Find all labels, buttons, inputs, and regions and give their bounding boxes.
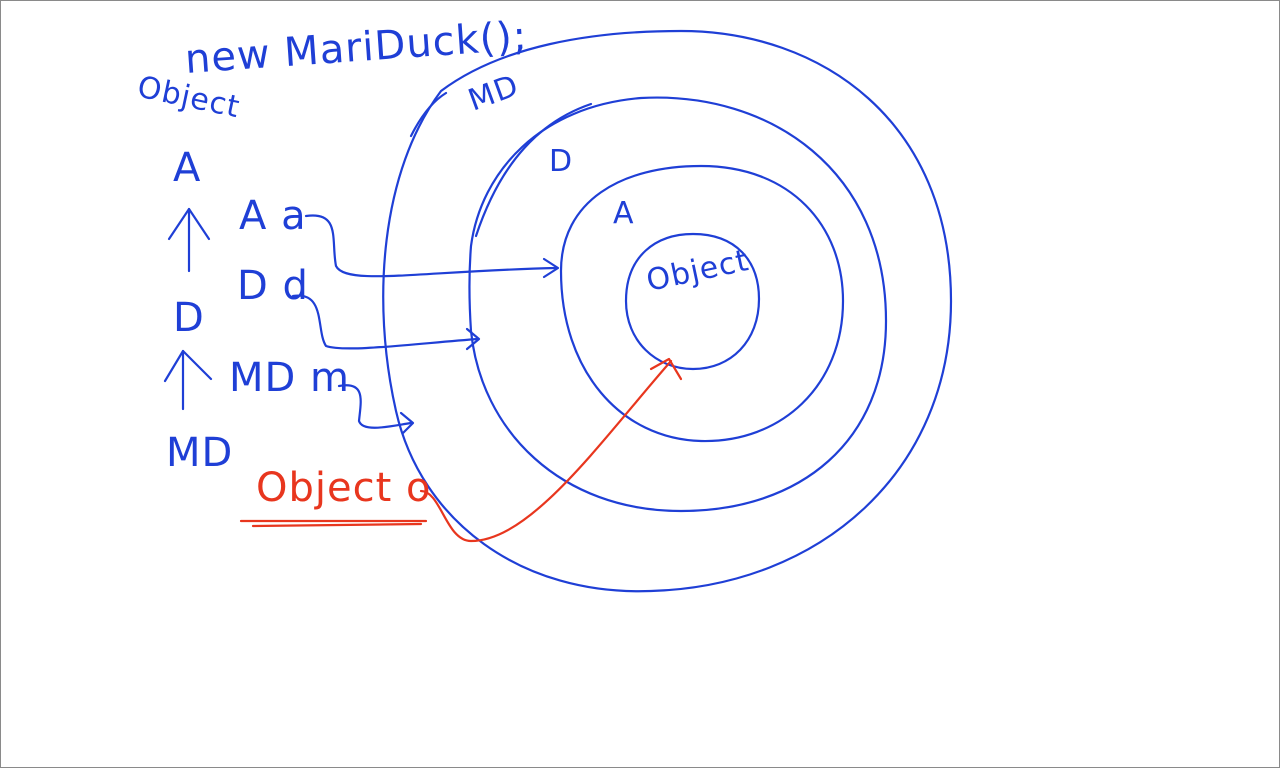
arrow-d-to-ring-d	[291, 294, 481, 351]
ring-label-md: MD	[464, 68, 524, 118]
ref-declaration-d: D d	[237, 263, 309, 309]
ring-md-inner-arc	[409, 91, 448, 138]
ring-object	[624, 232, 761, 371]
arrow-a-to-ring-a	[304, 214, 560, 279]
arrow-md-to-ring-md	[337, 384, 415, 435]
ring-md	[382, 29, 953, 593]
hierarchy-level-a: A	[173, 145, 201, 191]
object-ref-underline	[239, 519, 428, 528]
ref-declaration-md: MD m	[229, 355, 350, 401]
constructor-call: new MariDuck();	[183, 13, 528, 83]
ref-declaration-object: Object o	[256, 465, 431, 511]
hierarchy-level-d: D	[173, 295, 205, 341]
ring-d-extra-arc	[474, 102, 593, 238]
inheritance-arrow-2	[163, 349, 213, 411]
hierarchy-level-md: MD	[166, 430, 233, 476]
ring-label-object: Object	[643, 243, 752, 299]
ref-declaration-a: A a	[239, 193, 307, 239]
arrow-object-to-ring-object	[419, 357, 683, 543]
object-rings	[382, 29, 953, 593]
ring-label-a: A	[613, 196, 635, 231]
ring-label-d: D	[549, 144, 573, 179]
ring-d	[468, 96, 888, 513]
ring-a	[559, 164, 845, 443]
inheritance-arrow-1	[167, 207, 211, 273]
